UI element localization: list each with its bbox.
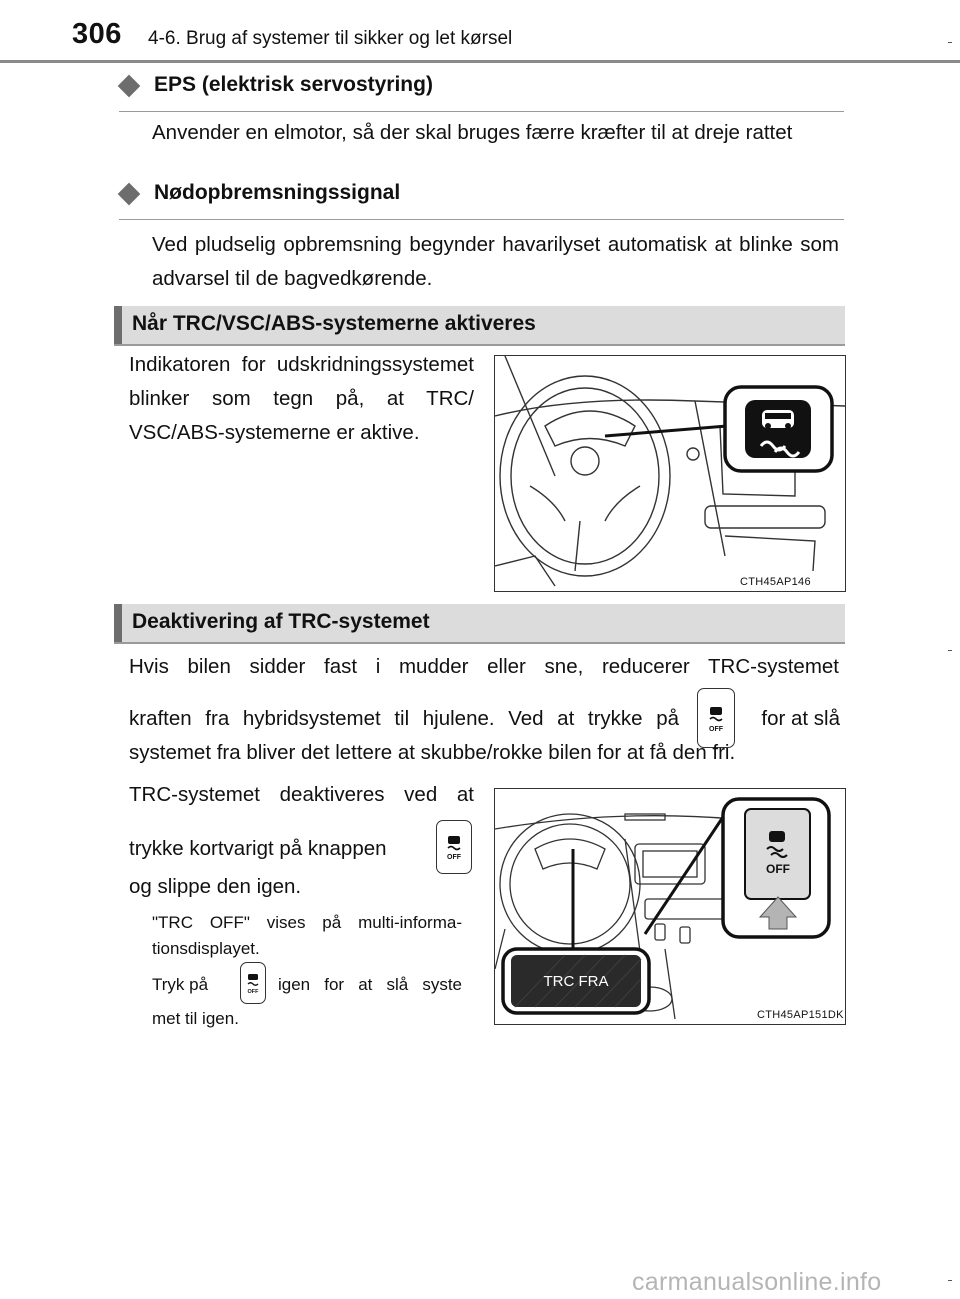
section1-text: Indikatoren for udskridningssyste­met bl… <box>129 353 474 444</box>
press-arrow-icon <box>758 896 798 930</box>
trc-off-button-inline: OFF <box>697 688 735 748</box>
section2-intro-line2b: for at slå <box>761 707 840 730</box>
chapter-title: 4-6. Brug af systemer til sikker og let … <box>148 28 513 49</box>
section2-intro-line3: systemet fra bliver det lettere at skubb… <box>129 741 736 764</box>
note-press-again-c: met til igen. <box>152 1009 239 1028</box>
press-line3: og slippe den igen. <box>129 875 302 898</box>
section-heading-trc-active: Når TRC/VSC/ABS-systemerne aktiveres <box>114 306 845 346</box>
press-line2: trykke kortvarigt på knappen <box>129 837 387 860</box>
trc-fra-display: TRC FRA <box>544 973 609 990</box>
off-label: OFF <box>447 854 462 861</box>
note-trc-off-display: "TRC OFF" vises på multi-informa­tionsdi… <box>152 913 462 958</box>
trc-off-icon: OFF <box>697 688 735 748</box>
figure-code: CTH45AP151DK <box>757 1009 844 1021</box>
note-press-again-b: igen for at slå syste­ <box>278 975 462 994</box>
eps-title: EPS (elektrisk servostyring) <box>154 73 433 96</box>
margin-tick <box>948 650 952 651</box>
diamond-bullet-icon <box>117 74 141 98</box>
press-line1: TRC-systemet deaktiveres ved at <box>129 783 474 806</box>
emergency-title: Nødopbremsningssignal <box>154 181 401 204</box>
trc-off-icon: OFF <box>240 962 266 1004</box>
eps-subheading: EPS (elektrisk servostyring) <box>117 67 844 112</box>
note-press-again-a: Tryk på <box>152 975 209 994</box>
watermark: carmanualsonline.info <box>632 1268 882 1296</box>
dashboard-illustration <box>495 356 845 587</box>
section2-intro-line1: Hvis bilen sidder fast i mudder eller sn… <box>129 655 839 678</box>
margin-tick <box>948 1280 952 1281</box>
off-label: OFF <box>248 989 260 995</box>
heading-stripe <box>114 306 122 344</box>
figure-trc-off-button: TRC FRA OFF CTH45AP151DK <box>494 788 846 1025</box>
trc-off-button-inline: OFF <box>436 820 472 874</box>
section-title: Når TRC/VSC/ABS-systemerne aktiveres <box>132 312 536 335</box>
off-label: OFF <box>709 726 724 733</box>
emergency-text: Ved pludselig opbremsning begynder havar… <box>152 233 839 290</box>
heading-stripe <box>114 604 122 642</box>
diamond-bullet-icon <box>117 182 141 206</box>
section-heading-trc-deactivate: Deaktivering af TRC-systemet <box>114 604 845 644</box>
page-number: 306 <box>72 18 122 50</box>
emergency-subheading: Nødopbremsningssignal <box>117 175 844 220</box>
margin-tick <box>948 42 952 43</box>
off-label: OFF <box>766 862 790 876</box>
trc-off-icon: OFF <box>436 820 472 874</box>
eps-text: Anvender en elmotor, så der skal bruges … <box>152 121 793 144</box>
header-divider <box>0 60 960 63</box>
section2-intro-line2a: kraften fra hybridsystemet til hjulene. … <box>129 707 679 730</box>
figure-code: CTH45AP146 <box>740 576 811 588</box>
figure-dashboard-indicator: CTH45AP146 <box>494 355 846 592</box>
dashboard-button-illustration: TRC FRA OFF <box>495 797 831 1020</box>
trc-off-button-inline: OFF <box>240 962 266 1004</box>
section-title: Deaktivering af TRC-systemet <box>132 610 430 633</box>
